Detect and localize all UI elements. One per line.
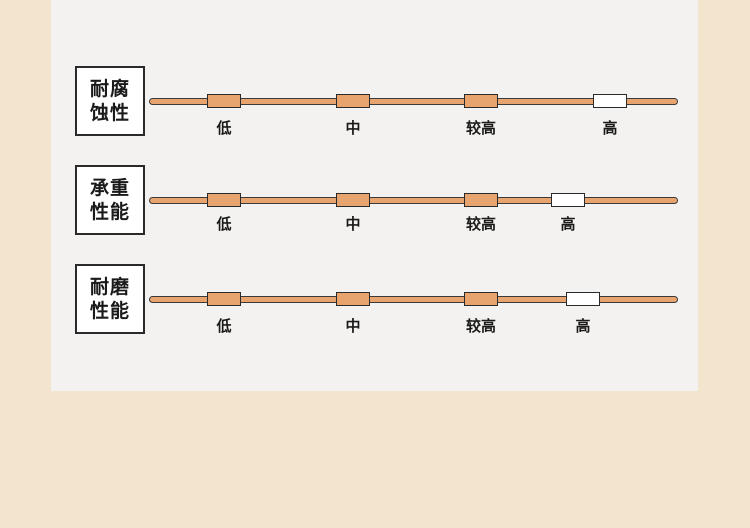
level-label-low: 低 bbox=[216, 215, 232, 233]
level-marker-fairly-high bbox=[464, 94, 498, 108]
row-title-line1: 承重 bbox=[89, 177, 130, 199]
row-title-box: 耐腐 蚀性 bbox=[75, 66, 145, 136]
current-level-label: 高 bbox=[602, 119, 618, 137]
level-label-mid: 中 bbox=[345, 119, 361, 137]
rating-row-corrosion: 耐腐 蚀性 低 中 较高 高 bbox=[0, 66, 750, 137]
row-title-line1: 耐磨 bbox=[89, 276, 130, 298]
level-label-fairly-high: 较高 bbox=[465, 119, 497, 137]
level-label-fairly-high: 较高 bbox=[465, 317, 497, 335]
rating-track bbox=[149, 296, 678, 303]
level-marker-low bbox=[207, 94, 241, 108]
row-title-line2: 蚀性 bbox=[89, 102, 130, 124]
rating-track bbox=[149, 98, 678, 105]
rating-track bbox=[149, 197, 678, 204]
current-level-label: 高 bbox=[575, 317, 591, 335]
level-marker-fairly-high bbox=[464, 292, 498, 306]
row-title-line2: 性能 bbox=[89, 201, 130, 223]
level-marker-mid bbox=[336, 292, 370, 306]
level-marker-low bbox=[207, 193, 241, 207]
level-marker-low bbox=[207, 292, 241, 306]
level-marker-mid bbox=[336, 94, 370, 108]
content-panel bbox=[51, 0, 698, 391]
row-title-box: 耐磨 性能 bbox=[75, 264, 145, 334]
rating-row-wear: 耐磨 性能 低 中 较高 高 bbox=[0, 264, 750, 335]
current-level-marker bbox=[551, 193, 585, 207]
level-label-fairly-high: 较高 bbox=[465, 215, 497, 233]
level-marker-fairly-high bbox=[464, 193, 498, 207]
level-marker-mid bbox=[336, 193, 370, 207]
level-label-low: 低 bbox=[216, 119, 232, 137]
current-level-marker bbox=[593, 94, 627, 108]
rating-row-load-bearing: 承重 性能 低 中 较高 高 bbox=[0, 165, 750, 235]
row-title-box: 承重 性能 bbox=[75, 165, 145, 235]
row-title-line1: 耐腐 bbox=[89, 78, 130, 100]
level-label-mid: 中 bbox=[345, 317, 361, 335]
current-level-label: 高 bbox=[560, 215, 576, 233]
level-label-low: 低 bbox=[216, 317, 232, 335]
level-label-mid: 中 bbox=[345, 215, 361, 233]
current-level-marker bbox=[566, 292, 600, 306]
row-title-line2: 性能 bbox=[89, 300, 130, 322]
